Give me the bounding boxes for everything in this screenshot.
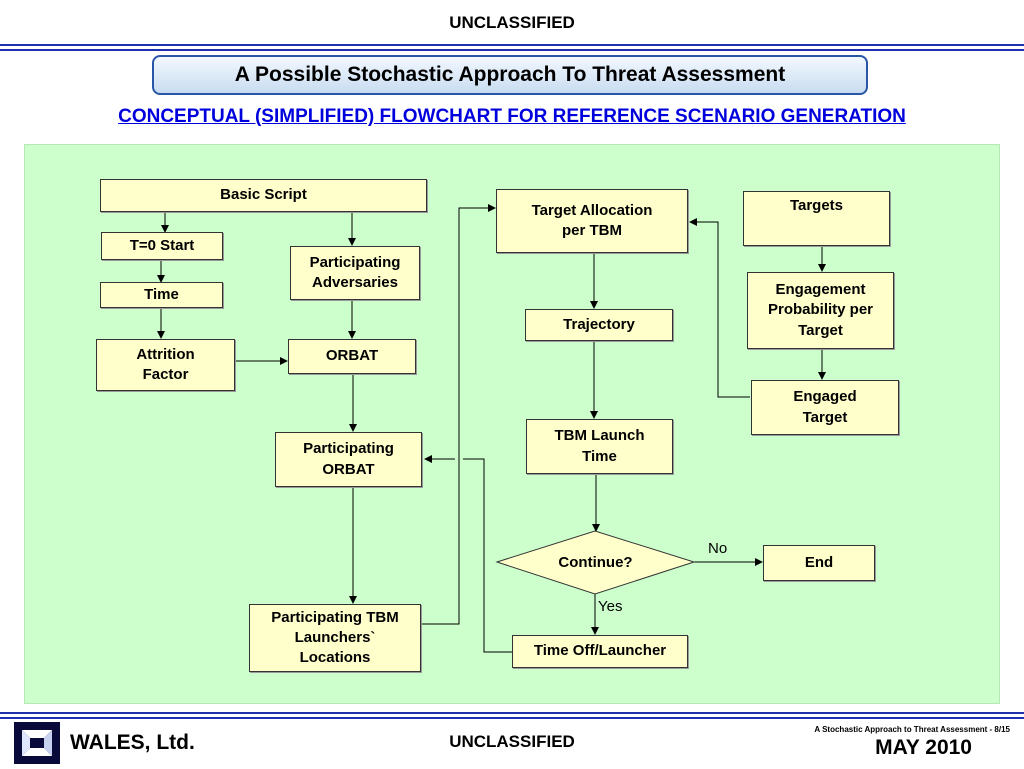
footer-date: MAY 2010 <box>875 736 972 759</box>
node-orbat: ORBAT <box>288 339 416 374</box>
slide-title: A Possible Stochastic Approach To Threat… <box>152 55 868 95</box>
node-trajectory: Trajectory <box>525 309 673 341</box>
header-rule <box>0 44 1024 46</box>
edge-timeoff-to-participating <box>424 455 512 653</box>
edge-engaged-to-allocation <box>689 218 750 398</box>
footer-rule-2 <box>0 717 1024 719</box>
node-continue-label: Continue? <box>558 553 633 571</box>
node-time: Time <box>100 282 223 308</box>
edge-label-no: No <box>708 540 728 557</box>
node-engaged-target: Engaged Target <box>751 380 899 435</box>
footer-branding: WALES, Ltd. <box>14 722 195 764</box>
node-end: End <box>763 545 875 581</box>
continue-diamond <box>495 530 696 595</box>
node-engagement-probability: Engagement Probability per Target <box>747 272 894 349</box>
footer-rule <box>0 712 1024 714</box>
wales-logo-icon <box>14 722 60 764</box>
node-participating-tbm-launchers: Participating TBM Launchers` Locations <box>249 604 421 672</box>
edge-label-yes: Yes <box>598 598 623 615</box>
edge-launchers-to-allocation <box>421 204 496 625</box>
node-target-allocation: Target Allocation per TBM <box>496 189 688 253</box>
slide-reference: A Stochastic Approach to Threat Assessme… <box>814 725 1010 734</box>
node-targets: Targets <box>743 191 890 246</box>
node-attrition-factor: Attrition Factor <box>96 339 235 391</box>
node-tbm-launch-time: TBM Launch Time <box>526 419 673 474</box>
node-participating-orbat: Participating ORBAT <box>275 432 422 487</box>
company-name: WALES, Ltd. <box>70 731 195 754</box>
node-time-off-launcher: Time Off/Launcher <box>512 635 688 668</box>
node-t0-start: T=0 Start <box>101 232 223 260</box>
header-rule-2 <box>0 49 1024 51</box>
classification-footer: UNCLASSIFIED <box>449 732 575 751</box>
slide-subtitle: CONCEPTUAL (SIMPLIFIED) FLOWCHART FOR RE… <box>118 106 906 127</box>
node-participating-adversaries: Participating Adversaries <box>290 246 420 300</box>
classification-header: UNCLASSIFIED <box>449 13 575 32</box>
node-basic-script: Basic Script <box>100 179 427 212</box>
